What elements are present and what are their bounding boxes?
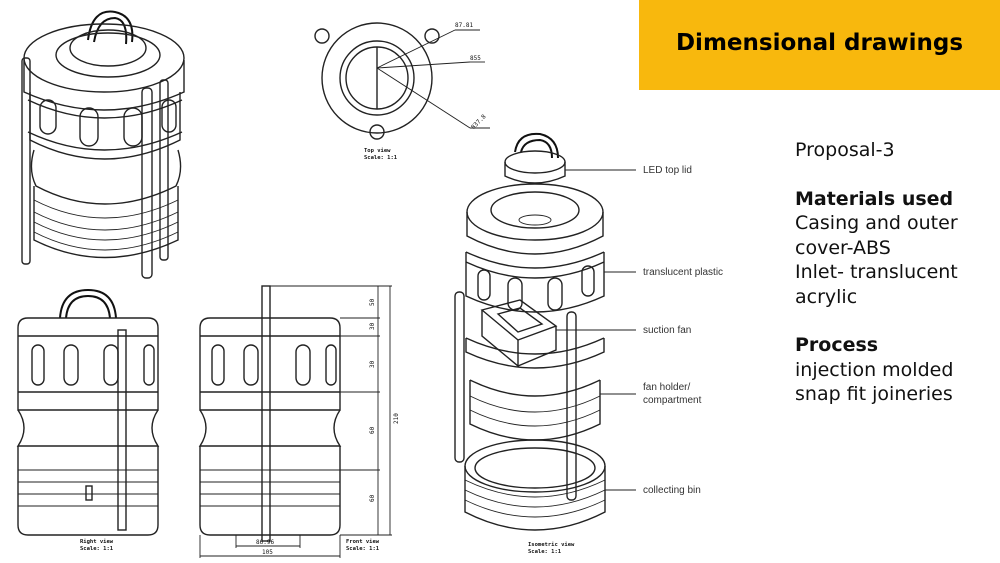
materials-line: Inlet- translucent — [795, 261, 958, 283]
iso-view-caption: Isometric view — [528, 542, 575, 548]
front-view-scale: Scale: 1:1 — [346, 546, 380, 552]
callout-translucent-plastic: translucent plastic — [643, 267, 723, 278]
isometric-lantern-upper-left — [21, 10, 185, 279]
materials-heading: Materials used — [795, 187, 954, 210]
top-view-caption: Top view — [364, 148, 391, 154]
title-banner: Dimensional drawings — [639, 0, 1000, 90]
dim-front-width: 86.96 — [256, 539, 274, 546]
page-title: Dimensional drawings — [675, 30, 964, 56]
front-view: 50 30 30 60 60 210 86.96 105 Front view … — [198, 285, 400, 558]
callout-suction-fan: suction fan — [643, 325, 691, 336]
dim-seg-4: 60 — [369, 426, 376, 434]
spec-panel: Proposal-3 Materials used Casing and out… — [795, 138, 995, 407]
iso-view-scale: Scale: 1:1 — [528, 549, 562, 555]
dim-front-total: 105 — [262, 549, 273, 556]
callout-led-top-lid: LED top lid — [643, 165, 692, 176]
front-view-caption: Front view — [346, 539, 380, 545]
top-dim-2: 855 — [470, 55, 481, 62]
callout-collecting-bin: collecting bin — [643, 485, 701, 496]
top-view: 87.81 855 837.8 Top view Scale: 1:1 — [314, 22, 490, 161]
top-view-scale: Scale: 1:1 — [364, 155, 398, 161]
process-heading: Process — [795, 334, 879, 356]
dim-seg-2: 30 — [369, 322, 376, 330]
dim-height-total: 210 — [393, 413, 400, 424]
process-line: injection molded — [795, 358, 954, 381]
right-view-caption: Right view — [80, 539, 114, 545]
callout-compartment: compartment — [643, 395, 702, 406]
right-view-scale: Scale: 1:1 — [80, 546, 114, 552]
materials-line: cover-ABS — [795, 236, 891, 259]
dim-seg-5: 60 — [369, 494, 376, 502]
process-line: snap fit joineries — [795, 383, 953, 405]
dim-seg-1: 50 — [369, 298, 376, 306]
callout-fan-holder: fan holder/ — [643, 382, 690, 393]
exploded-isometric-view: LED top lid translucent plastic suction … — [454, 132, 723, 555]
proposal-label: Proposal-3 — [795, 139, 895, 161]
dim-seg-3: 30 — [369, 360, 376, 368]
right-view: Right view Scale: 1:1 — [16, 288, 160, 552]
top-dim-1: 87.81 — [455, 22, 473, 29]
materials-line: acrylic — [795, 285, 858, 308]
materials-line: Casing and outer — [795, 212, 958, 234]
